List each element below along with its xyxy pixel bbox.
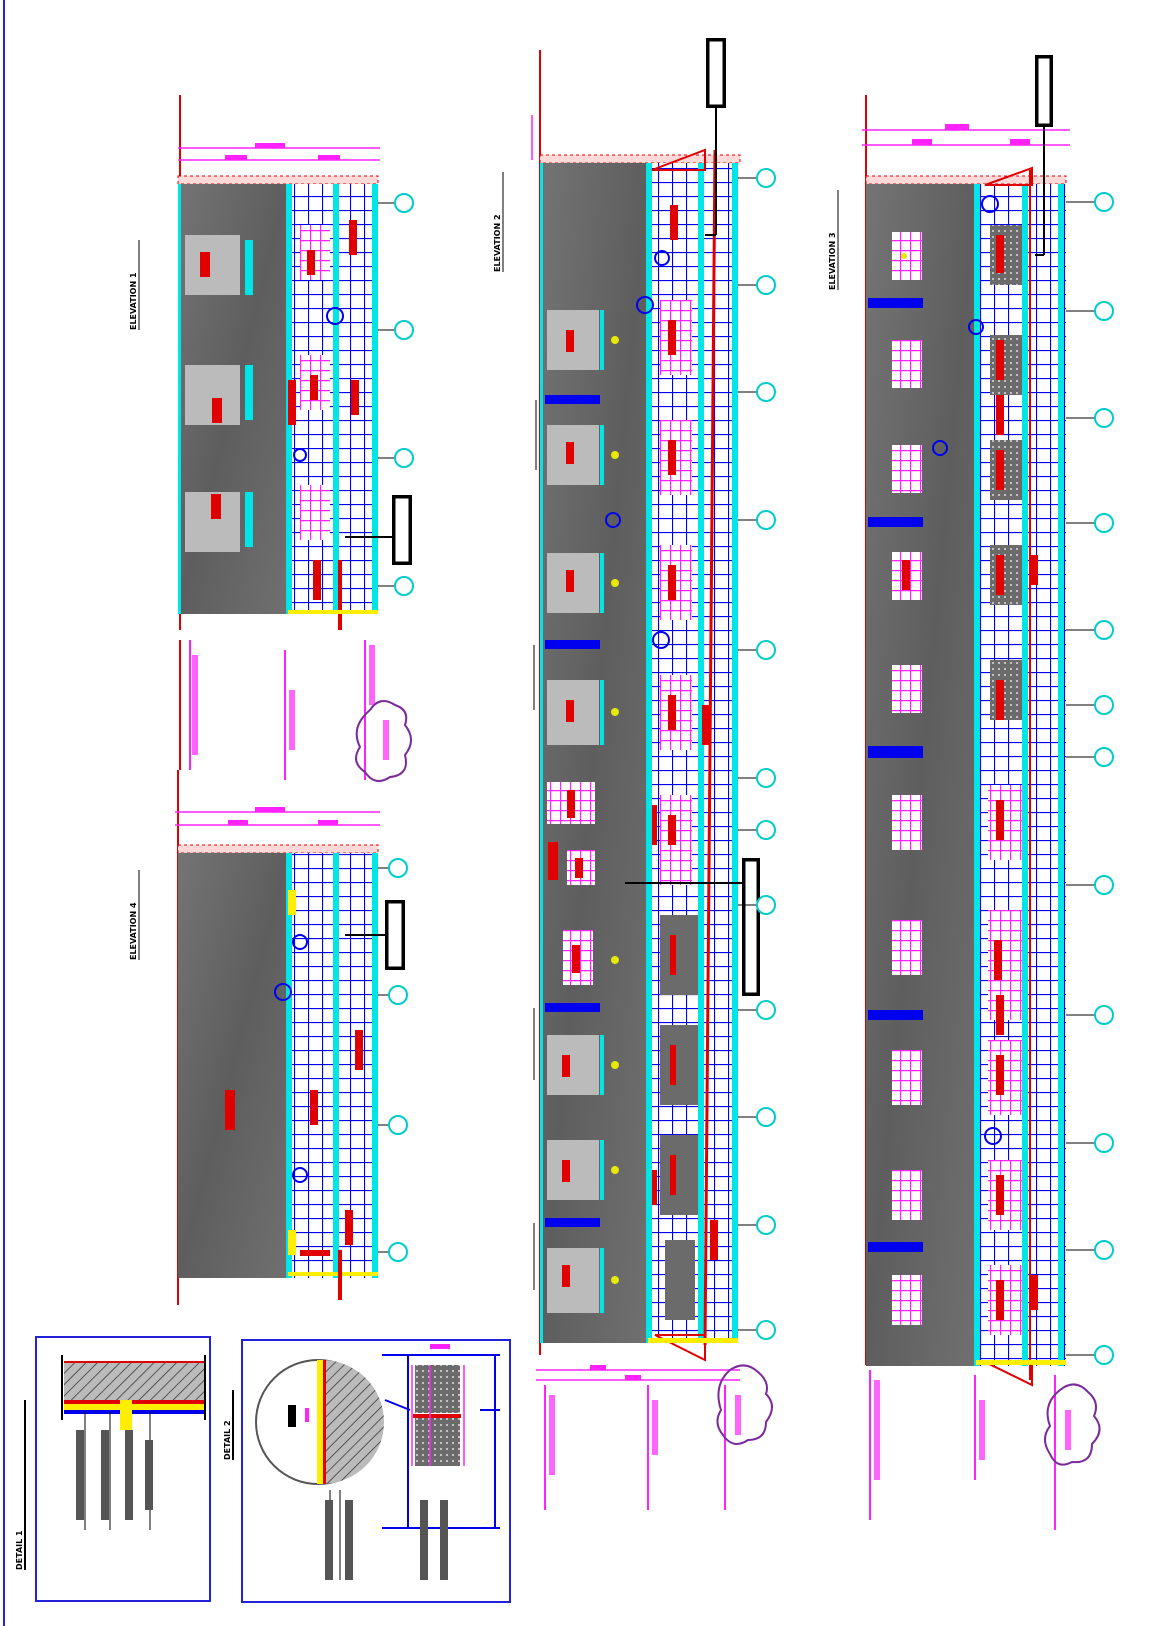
detail-1-title: DETAIL 1 — [15, 1530, 24, 1570]
detail-2-title: DETAIL 2 — [223, 1420, 232, 1460]
detail-2: DETAIL 2 — [223, 1339, 511, 1603]
elevation-2: ELEVATION 2 — [493, 38, 776, 1510]
level-notes-left — [179, 640, 412, 782]
elevation-4: ELEVATION 4 — [129, 770, 408, 1305]
elevation-1-title: ELEVATION 1 — [129, 272, 138, 330]
detail-1: DETAIL 1 — [15, 1336, 211, 1602]
elevation-4-title: ELEVATION 4 — [129, 902, 138, 960]
elevation-2-title: ELEVATION 2 — [493, 214, 502, 272]
elevation-3-title: ELEVATION 3 — [828, 232, 837, 290]
elevation-1: ELEVATION 1 — [129, 95, 414, 630]
elevation-3: ELEVATION 3 — [828, 55, 1114, 1530]
